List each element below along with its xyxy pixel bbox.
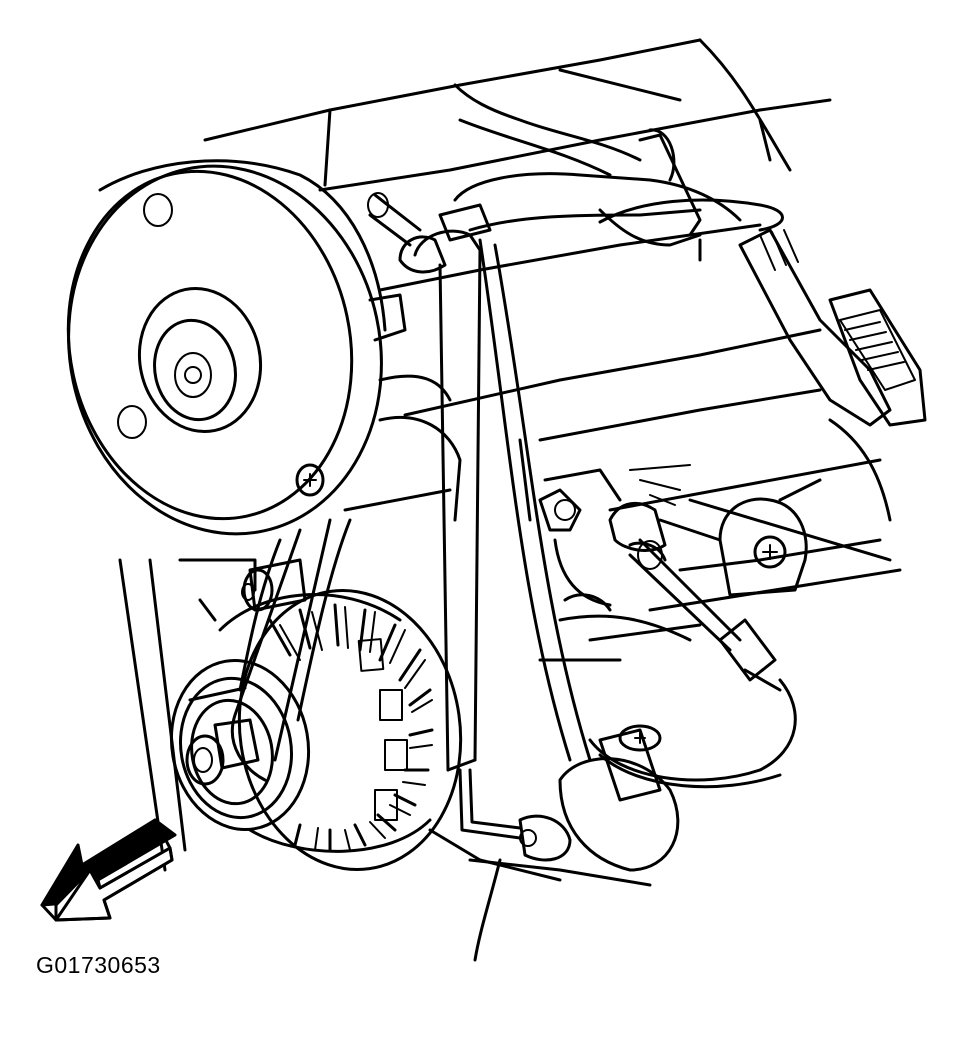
sensor-wire [588,464,797,789]
figure-code: G01730653 [36,952,161,978]
large-pulley [66,159,387,536]
generator [169,589,463,871]
front-direction-arrow-icon [40,818,177,922]
engine-block [203,38,902,962]
wiring-harness [438,128,927,762]
solenoid [538,468,692,872]
generator-bracket [118,558,562,882]
